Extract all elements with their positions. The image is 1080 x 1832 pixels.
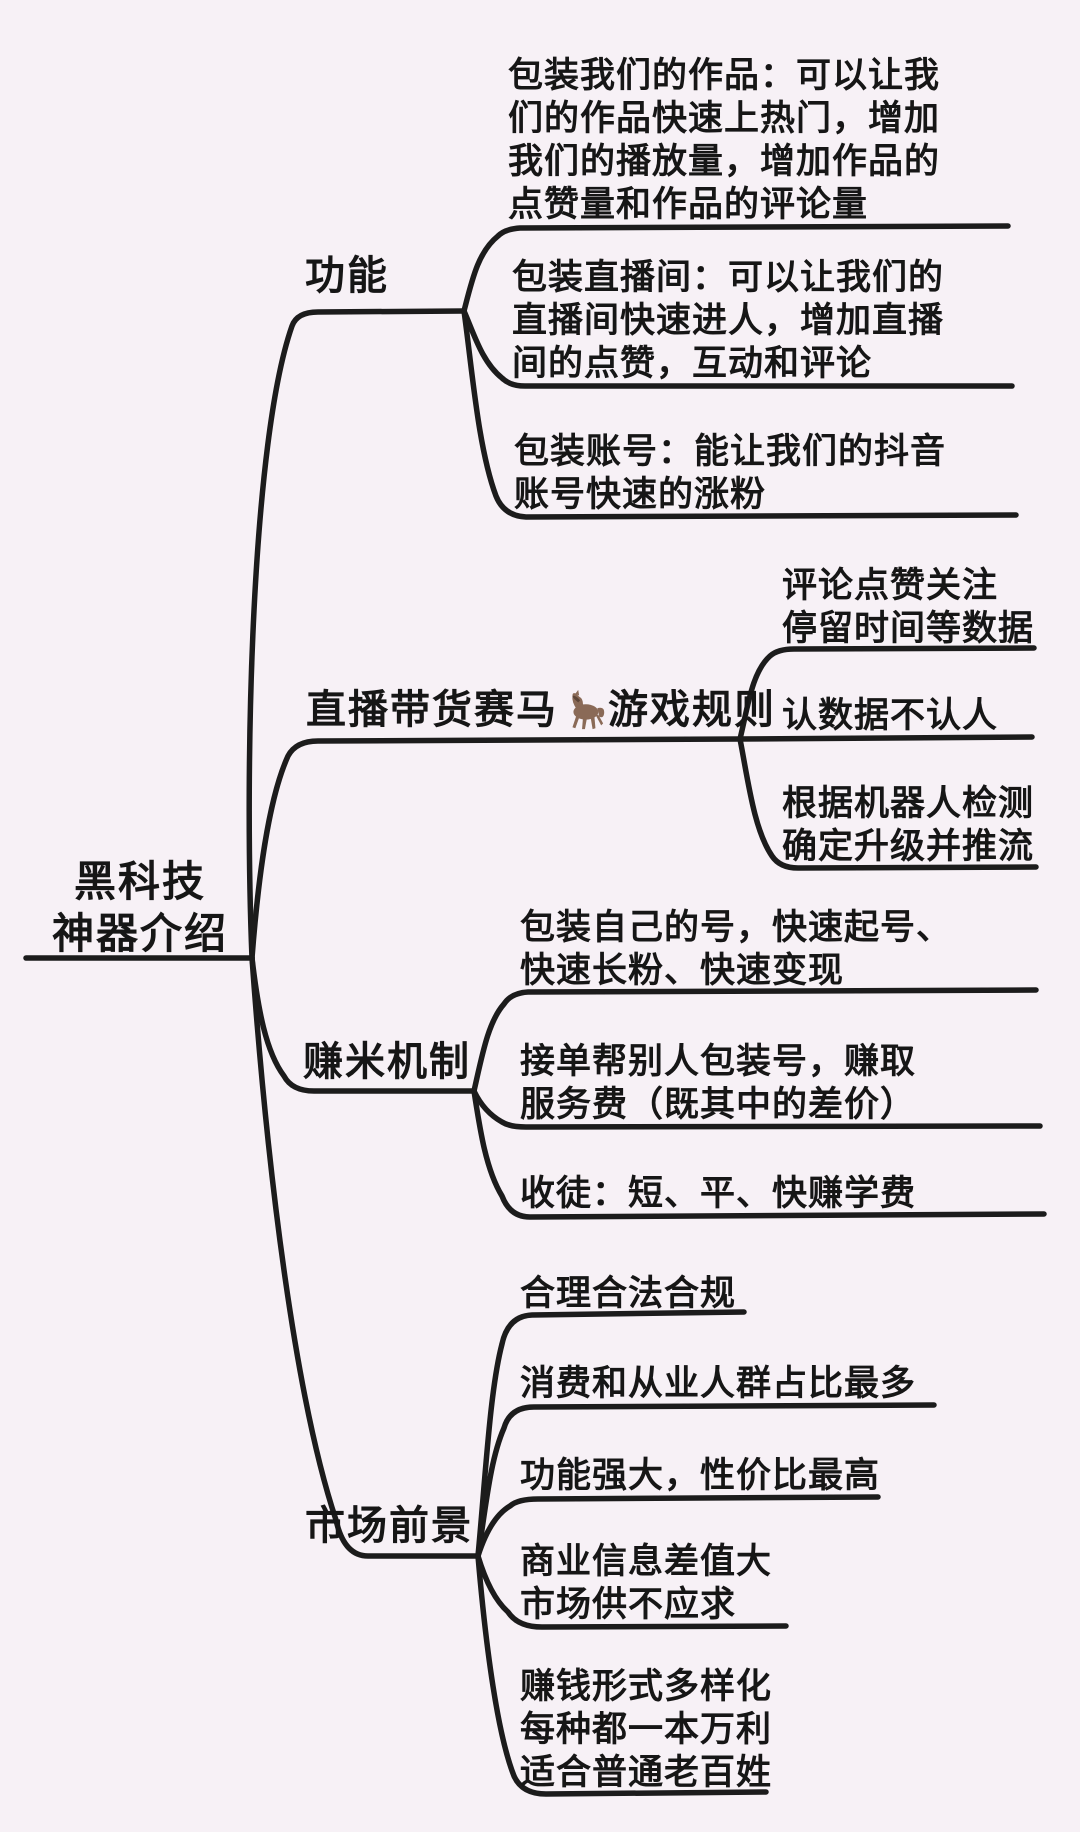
features-leaf-package-account: 包装账号：能让我们的抖音 账号快速的涨粉 xyxy=(514,432,947,514)
connector-branch-market xyxy=(249,955,937,1797)
rules-leaf-robot-detection: 根据机器人检测 确定升级并推流 xyxy=(782,784,1035,866)
horse-emoji-icon xyxy=(572,689,605,730)
branch-label-earning-mechanism: 赚米机制 xyxy=(303,1040,471,1084)
branch-label-livestream-rules-post: 游戏规则 xyxy=(608,688,776,732)
earning-leaf-recruit-students: 收徒：短、平、快赚学费 xyxy=(520,1174,917,1213)
market-leaf-diverse-income: 赚钱形式多样化 每种都一本万利 适合普通老百姓 xyxy=(520,1667,773,1792)
market-leaf-powerful-cost-effective: 功能强大，性价比最高 xyxy=(520,1456,881,1495)
connector-branch-earning xyxy=(249,955,1047,1220)
features-leaf-package-works: 包装我们的作品：可以让我 们的作品快速上热门，增加 我们的播放量，增加作品的 点… xyxy=(508,56,941,224)
rules-leaf-data-not-people: 认数据不认人 xyxy=(782,696,999,735)
branch-label-features: 功能 xyxy=(305,254,389,298)
branch-label-market-prospects: 市场前景 xyxy=(305,1504,473,1548)
branch-label-livestream-rules-pre: 直播带货赛马 xyxy=(306,688,558,732)
features-leaf-package-liveroom: 包装直播间：可以让我们的 直播间快速进人，增加直播 间的点赞，互动和评论 xyxy=(512,258,945,383)
earning-leaf-take-orders: 接单帮别人包装号，赚取 服务费（既其中的差价） xyxy=(520,1042,917,1124)
earning-leaf-package-own-account: 包装自己的号，快速起号、 快速长粉、快速变现 xyxy=(520,908,953,990)
connector-branch-livestream-rules xyxy=(249,645,1039,961)
connector-branch-features xyxy=(246,223,1019,961)
root-topic: 黑科技 神器介绍 xyxy=(51,858,228,957)
rules-leaf-data-metrics: 评论点赞关注 停留时间等数据 xyxy=(782,566,1035,648)
market-leaf-info-gap: 商业信息差值大 市场供不应求 xyxy=(520,1542,773,1624)
market-leaf-largest-population: 消费和从业人群占比最多 xyxy=(520,1364,917,1403)
market-leaf-legal-compliant: 合理合法合规 xyxy=(520,1274,737,1313)
branch-label-livestream-rules: 直播带货赛马 游戏规则 xyxy=(306,686,776,734)
